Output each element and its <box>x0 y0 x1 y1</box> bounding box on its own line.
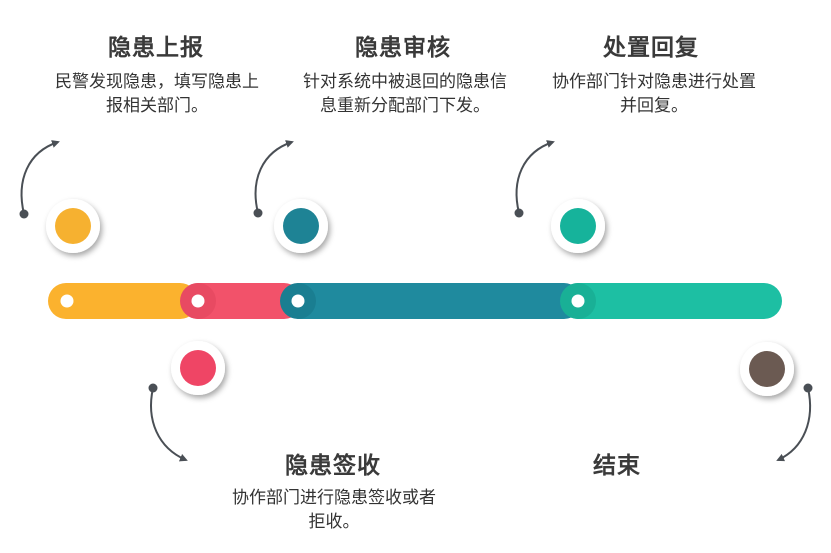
bar-segment-green <box>560 283 782 319</box>
arrow-receive <box>148 383 188 462</box>
arrow-end <box>776 383 813 462</box>
step-title-end: 结束 <box>593 453 641 479</box>
step-title-report: 隐患上报 <box>108 35 204 61</box>
node-end <box>740 342 794 396</box>
bar-dot-1 <box>60 294 74 308</box>
arrow-review <box>253 140 294 218</box>
step-title-review: 隐患审核 <box>355 35 451 61</box>
bar-dot-2 <box>191 294 205 308</box>
arrow-report <box>19 140 60 219</box>
node-receive <box>171 341 225 395</box>
node-review <box>274 199 328 253</box>
step-title-handle: 处置回复 <box>603 35 699 61</box>
step-desc-report: 民警发现隐患，填写隐患上报相关部门。 <box>55 72 259 116</box>
bar-segment-teal <box>282 283 582 319</box>
bar-dot-3 <box>291 294 305 308</box>
step-title-receive: 隐患签收 <box>285 453 381 479</box>
step-desc-handle: 协作部门针对隐患进行处置并回复。 <box>552 72 756 116</box>
step-desc-review: 针对系统中被退回的隐患信息重新分配部门下发。 <box>303 72 507 116</box>
bar-dot-4 <box>571 294 585 308</box>
step-desc-receive: 协作部门进行隐患签收或者拒收。 <box>232 488 436 532</box>
bar-segment-yellow <box>48 283 198 319</box>
node-report <box>46 199 100 253</box>
arrow-handle <box>514 140 555 218</box>
node-handle <box>551 199 605 253</box>
